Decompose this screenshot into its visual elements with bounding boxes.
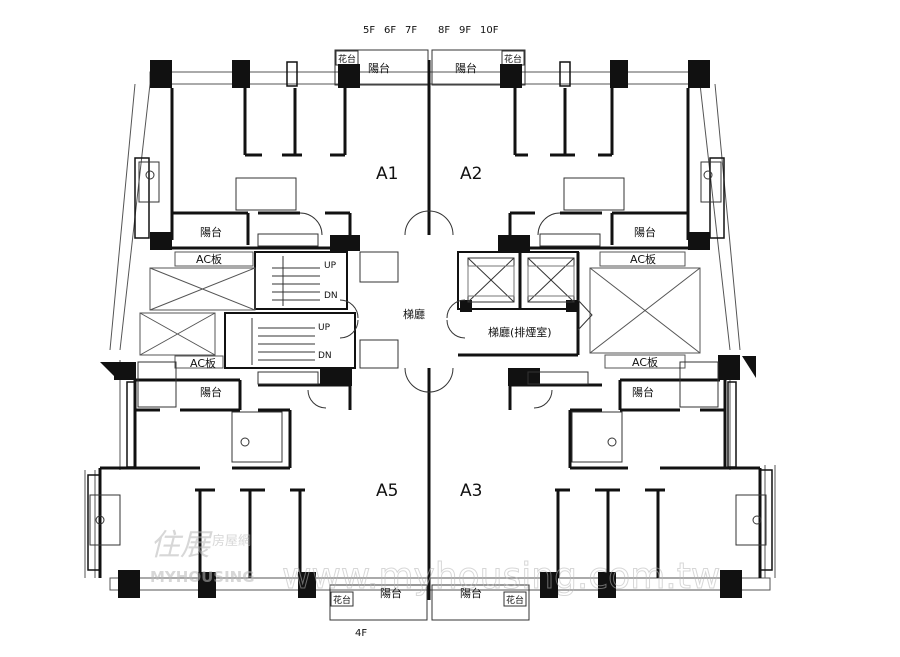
ac-board-top-right: AC板 [630,252,656,266]
stair-up-lower: UP [318,323,331,333]
balcony-a2: 陽台 [634,225,656,239]
balcony-top-left: 陽台 [368,61,390,75]
watermark-brand-en: MYHOUSING [150,568,255,586]
floor-label-10f: 10F [480,25,499,36]
bottom-balconies [329,584,530,621]
bathroom-fixtures [89,161,767,546]
door-swings [299,210,593,409]
floor-label-9f: 9F [459,25,471,36]
balcony-top-right: 陽台 [455,61,477,75]
floor-label-5f: 5F [363,25,375,36]
floor-label-6f: 6F [384,25,396,36]
watermark: 住展 房屋網 MYHOUSING www.myhousing.com.tw [150,528,721,598]
building-outline [84,71,776,591]
watermark-brand-cn: 住展 [150,528,213,563]
stair-treads [251,251,399,369]
watermark-url: www.myhousing.com.tw [282,556,720,597]
unit-labels: A1 A2 A5 A3 [376,164,482,501]
unit-label-a1: A1 [376,164,398,184]
flower-bed-bottom-right: 花台 [506,594,524,606]
ac-board-bottom-left: AC板 [190,356,216,370]
floor-label-7f: 7F [405,25,417,36]
flower-bed-bottom-left: 花台 [333,594,351,606]
elevators [467,257,575,303]
unit-label-a3: A3 [460,481,482,501]
stair-dn-lower: DN [318,351,332,361]
stair-up-upper: UP [324,261,337,271]
floor-labels: 5F 6F 7F 8F 9F 10F 4F [355,25,499,639]
flower-bed-top-left: 花台 [338,53,356,65]
smoke-lobby-label: 梯廳(排煙室) [488,325,552,339]
unit-label-a2: A2 [460,164,482,184]
window-openings [87,61,773,571]
room-labels: 陽台 陽台 花台 花台 陽台 陽台 花台 花台 陽台 陽台 陽台 陽台 AC板 … [190,53,658,606]
balcony-a5: 陽台 [200,385,222,399]
watermark-brand-suffix: 房屋網 [212,533,251,549]
floor-label-8f: 8F [438,25,450,36]
stair-dn-upper: DN [324,291,338,301]
floor-label-4f: 4F [355,628,367,639]
unit-label-a5: A5 [376,481,398,501]
balcony-a1: 陽台 [200,225,222,239]
balcony-a3: 陽台 [632,385,654,399]
walls [98,60,762,600]
balcony-bottom-right: 陽台 [460,586,482,600]
balcony-bottom-left: 陽台 [380,586,402,600]
flower-bed-top-right: 花台 [504,53,522,65]
elevator-lobby-label: 梯廳 [403,307,425,321]
ac-boards [139,251,701,369]
ac-board-bottom-right: AC板 [632,355,658,369]
ac-board-top-left: AC板 [196,252,222,266]
columns [100,60,756,598]
